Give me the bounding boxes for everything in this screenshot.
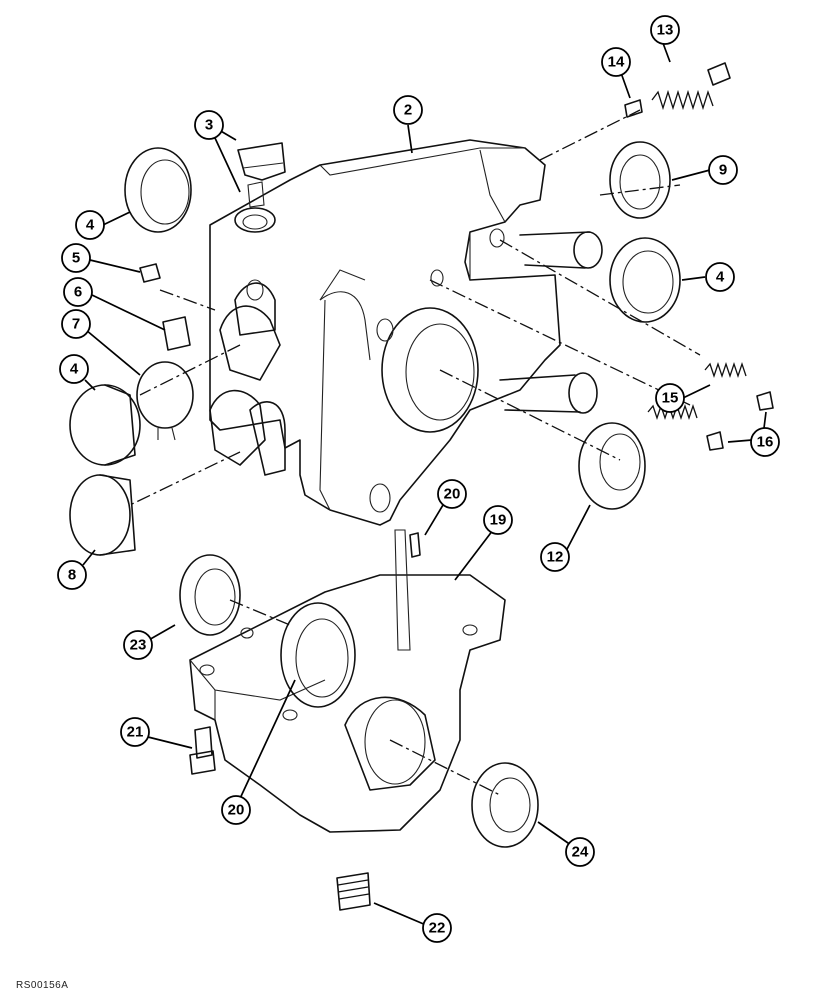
callout-5: 5 — [61, 243, 91, 273]
svg-text:12: 12 — [547, 549, 564, 566]
svg-text:4: 4 — [70, 361, 79, 378]
svg-text:20: 20 — [228, 802, 245, 819]
svg-text:20: 20 — [444, 486, 461, 503]
pin-20 — [409, 532, 421, 558]
callout-14: 14 — [601, 47, 631, 77]
svg-text:9: 9 — [719, 162, 727, 179]
callout-21: 21 — [120, 717, 150, 747]
callout-4-upper-left: 4 — [75, 210, 105, 240]
svg-text:16: 16 — [757, 434, 774, 451]
callout-23: 23 — [123, 630, 153, 660]
right-seal-9 — [609, 141, 671, 219]
svg-text:23: 23 — [130, 637, 147, 654]
leader-lines — [82, 34, 767, 929]
svg-text:4: 4 — [716, 269, 725, 286]
main-housing — [209, 139, 603, 526]
callout-3: 3 — [194, 110, 224, 140]
lower-housing — [189, 529, 506, 833]
svg-text:7: 7 — [72, 316, 80, 333]
drawing-reference-code: RS00156A — [16, 980, 69, 991]
callout-12: 12 — [540, 542, 570, 572]
callout-19: 19 — [483, 505, 513, 535]
svg-text:15: 15 — [662, 390, 679, 407]
callout-24: 24 — [565, 837, 595, 867]
callout-13: 13 — [650, 15, 680, 45]
bolt-13 — [651, 62, 731, 111]
svg-text:21: 21 — [127, 724, 144, 741]
svg-text:24: 24 — [572, 844, 589, 861]
callout-15: 15 — [655, 383, 685, 413]
callout-4-right: 4 — [705, 262, 735, 292]
callout-20-lower: 20 — [221, 795, 251, 825]
callout-22: 22 — [422, 913, 452, 943]
breather-cap — [234, 142, 286, 233]
svg-text:3: 3 — [205, 117, 213, 134]
nut-16b — [706, 431, 724, 451]
callout-6: 6 — [63, 277, 93, 307]
callout-2: 2 — [393, 95, 423, 125]
svg-text:2: 2 — [404, 102, 412, 119]
lower-seal-23 — [179, 554, 241, 636]
svg-text:6: 6 — [74, 284, 82, 301]
plug-5 — [139, 263, 161, 283]
left-cover-lower — [69, 474, 136, 556]
svg-text:13: 13 — [657, 22, 674, 39]
callout-9: 9 — [708, 155, 738, 185]
svg-text:4: 4 — [86, 217, 95, 234]
right-seal-4 — [609, 237, 681, 323]
svg-text:8: 8 — [68, 567, 76, 584]
nut-16a — [756, 391, 774, 411]
callout-4-lower-left: 4 — [59, 354, 89, 384]
callout-20-upper: 20 — [437, 479, 467, 509]
svg-text:22: 22 — [429, 920, 446, 937]
spring-15b — [647, 403, 698, 421]
svg-text:5: 5 — [72, 250, 80, 267]
callout-16: 16 — [750, 427, 780, 457]
bolt-21 — [189, 726, 216, 775]
left-seal-upper — [124, 147, 192, 233]
plug-6 — [162, 316, 191, 351]
left-cover-middle — [69, 384, 141, 466]
right-cover-12 — [578, 422, 646, 510]
lower-seal-24 — [471, 762, 539, 848]
svg-text:14: 14 — [608, 54, 625, 71]
callout-7: 7 — [61, 309, 91, 339]
spring-15a — [704, 361, 747, 379]
svg-text:19: 19 — [490, 512, 507, 529]
plug-22 — [336, 872, 371, 911]
snap-ring — [136, 361, 194, 441]
callout-8: 8 — [57, 560, 87, 590]
washer-14 — [624, 99, 643, 118]
